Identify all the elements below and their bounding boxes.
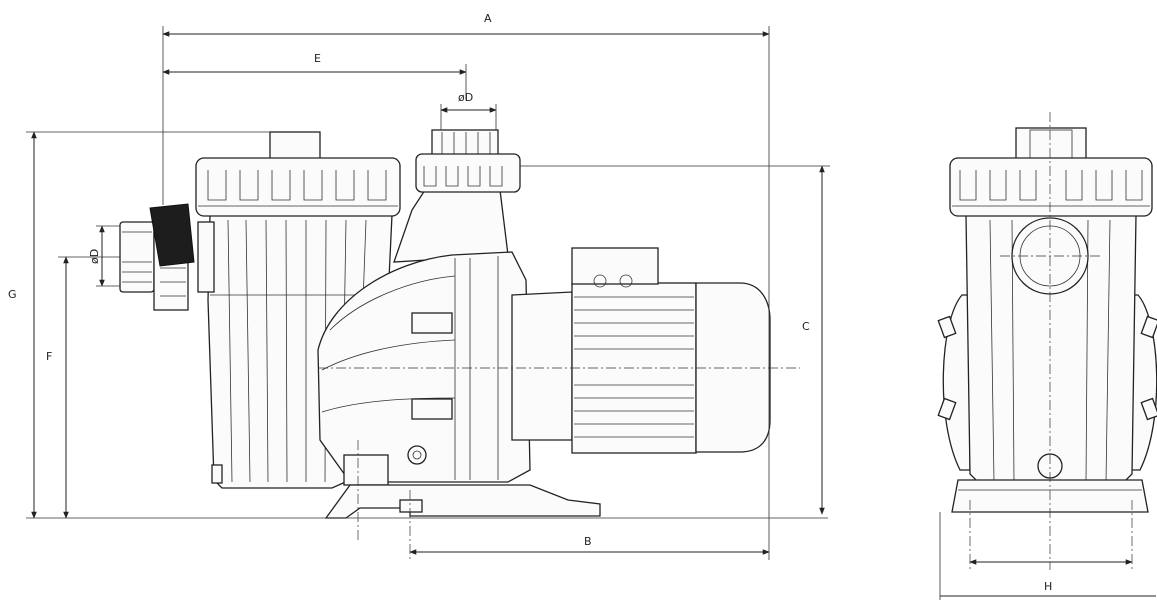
dimension-h: H — [939, 512, 1156, 600]
label-h: H — [1044, 580, 1052, 593]
label-e: E — [314, 52, 321, 65]
dimension-lines — [26, 26, 830, 560]
dimension-labels: A E øD G F øD C B — [8, 12, 810, 548]
label-g: G — [8, 288, 17, 301]
label-d-top: øD — [458, 91, 473, 104]
label-c: C — [802, 320, 810, 333]
label-b: B — [584, 535, 592, 548]
label-d-side: øD — [88, 249, 101, 264]
pump-side-view — [119, 129, 800, 560]
label-f: F — [46, 350, 52, 363]
label-a: A — [484, 12, 492, 25]
pump-front-view — [937, 112, 1157, 570]
